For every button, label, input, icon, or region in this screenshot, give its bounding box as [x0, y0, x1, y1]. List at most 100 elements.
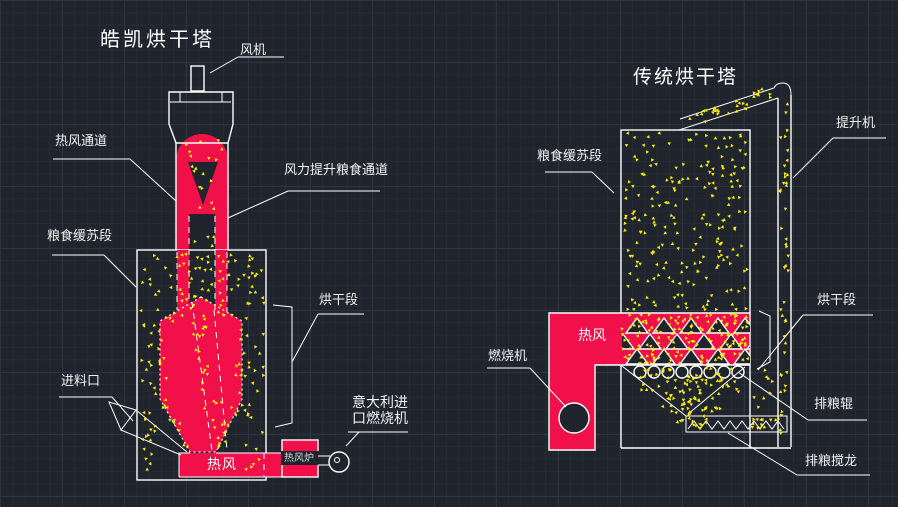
grain-dot [205, 364, 210, 368]
grain-dot [217, 279, 221, 283]
grain-dot [251, 462, 256, 467]
grain-dot [700, 356, 705, 360]
traditional-tower-title: 传统烘干塔 [633, 66, 739, 88]
grain-dot [720, 225, 724, 229]
grain-dot [730, 157, 735, 162]
grain-dot [717, 392, 721, 396]
grain-dot [148, 461, 152, 466]
grain-dot [678, 419, 683, 423]
grain-dot [667, 275, 671, 280]
grain-dot [760, 423, 764, 427]
grain-dot [783, 341, 788, 345]
grain-dot [194, 348, 198, 352]
grain-dot [207, 156, 211, 160]
grain-dot [680, 261, 684, 265]
grain-dot [698, 422, 702, 427]
grain-dot [744, 315, 748, 319]
grain-dot [681, 398, 686, 402]
grain-dot [737, 195, 742, 200]
grain-dot [766, 376, 771, 381]
grain-dot [645, 295, 649, 299]
grain-dot [200, 287, 204, 291]
traditional-tower-drawing [548, 82, 792, 451]
grain-dot [717, 329, 721, 333]
grain-dot [680, 293, 684, 298]
grain-dot [732, 312, 736, 316]
grain-dot [700, 359, 704, 364]
grain-dot [683, 302, 688, 306]
grain-dot [623, 355, 627, 359]
grain-dot [685, 378, 689, 383]
grain-dot [240, 403, 245, 407]
grain-dot [704, 417, 708, 421]
grain-dot [643, 319, 648, 323]
grain-dot [670, 242, 675, 246]
grain-dot [714, 320, 718, 324]
grain-dot [205, 298, 209, 302]
grain-dot [731, 342, 735, 346]
grain-dot [624, 144, 629, 148]
grain-dot [147, 345, 151, 349]
hot-air-band-outline [548, 312, 751, 451]
grain-dot [169, 285, 173, 290]
grain-dot [250, 257, 255, 261]
grain-dot [664, 391, 668, 396]
grain-dot [201, 333, 205, 337]
grain-dot [697, 426, 702, 430]
grain-dot [710, 396, 714, 400]
grain-dot [711, 181, 715, 185]
grain-dot [247, 276, 251, 280]
grain-dot [171, 421, 176, 425]
tempering-box-right [620, 129, 751, 316]
grain-dot [785, 148, 790, 153]
leader-lines [52, 56, 886, 476]
grain-dot [142, 410, 146, 415]
grain-dot [155, 256, 160, 260]
grain-dot [686, 406, 690, 411]
grain-dot [665, 376, 670, 380]
grain-dot [189, 154, 193, 158]
grain-dot [730, 302, 735, 306]
grain-dot [200, 257, 204, 261]
discharge-roller [675, 365, 689, 379]
grain-dot [693, 395, 697, 400]
grain-dot [685, 265, 689, 270]
grain-dot [634, 318, 638, 322]
grain-dot [710, 172, 715, 177]
grain-dot [229, 253, 233, 257]
grain-dot [744, 107, 748, 111]
grain-dot [728, 136, 733, 140]
grain-dot [741, 101, 746, 106]
grain-dot [764, 375, 768, 379]
grain-dot [784, 237, 788, 241]
grain-dot [230, 406, 234, 410]
grain-dot [219, 401, 224, 405]
grain-dot [733, 321, 738, 325]
grain-dot [725, 343, 729, 347]
grain-dot [139, 308, 143, 313]
grain-dot [681, 177, 685, 181]
grain-dot [719, 346, 723, 350]
grain-dot [709, 313, 713, 317]
grain-dot [735, 104, 740, 108]
grain-dot [260, 430, 265, 435]
grain-dot [626, 357, 630, 361]
grain-dot [743, 210, 748, 214]
grain-dot [689, 379, 693, 384]
grain-dot [640, 388, 644, 392]
grain-dot [780, 313, 785, 318]
grain-dot [676, 293, 680, 297]
grain-dot [700, 327, 704, 332]
grain-dot [247, 365, 251, 369]
grain-dot [202, 324, 206, 329]
grain-dot [248, 254, 252, 258]
grain-dot [738, 149, 742, 153]
grain-dot [239, 328, 243, 332]
haokai-tower-drawing [108, 65, 350, 481]
grain-dot [732, 172, 736, 176]
grain-dot [634, 264, 639, 268]
grain-dot [732, 380, 737, 384]
grain-dot [142, 322, 146, 327]
grain-dot [187, 150, 192, 154]
